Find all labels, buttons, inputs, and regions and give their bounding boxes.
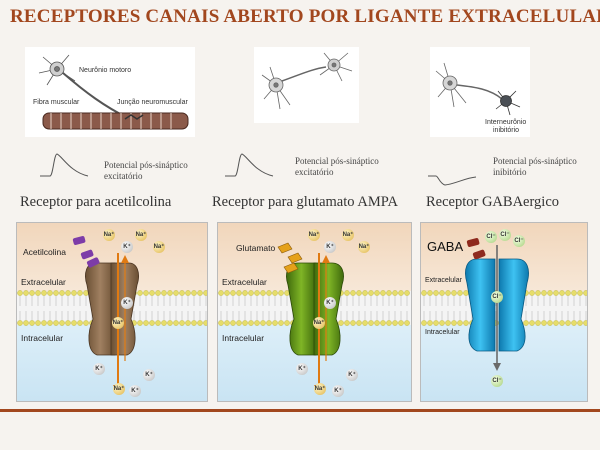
k-ion: K⁺ — [121, 241, 133, 253]
excitatory-neurons-illustration — [254, 47, 359, 123]
excitatory-neurons-svg — [261, 52, 353, 110]
k-ion: K⁺ — [346, 369, 358, 381]
footer-divider — [0, 409, 600, 412]
na-ion: Na⁺ — [135, 229, 147, 241]
gaba-receptor-panel: GABA Extracelular Intracelular Cl⁻ Cl⁻ C… — [420, 222, 588, 402]
cl-ion: Cl⁻ — [485, 231, 497, 243]
cl-ion: Cl⁻ — [491, 291, 503, 303]
ampa-ligand-label: Glutamato — [236, 243, 276, 253]
motor-neuron-illustration: Neurônio motoro Fibra muscular Junção ne… — [25, 47, 195, 137]
potential-curves — [40, 153, 477, 186]
receptor-title-gaba: Receptor GABAergico — [426, 194, 560, 210]
receptor-title-ach: Receptor para acetilcolina — [20, 194, 172, 210]
na-ion: Na⁺ — [308, 229, 320, 241]
k-ion: K⁺ — [332, 385, 344, 397]
na-ion: Na⁺ — [153, 241, 165, 253]
page-title: RECEPTORES CANAIS ABERTO POR LIGANTE EXT… — [10, 6, 600, 27]
cl-ion: Cl⁻ — [491, 375, 503, 387]
ach-ligand-label: Acetilcolina — [23, 247, 66, 257]
ach-receptor-svg — [17, 223, 207, 401]
gaba-ligands — [466, 237, 486, 260]
gaba-ligand-label: GABA — [427, 239, 464, 254]
ach-intracellular-label: Intracelular — [21, 333, 64, 343]
gaba-channel — [465, 258, 529, 352]
ampa-receptor-panel: Glutamato Extracelular Intracelular Na⁺ … — [217, 222, 412, 402]
ach-extracellular-label: Extracelular — [21, 277, 66, 287]
motor-neuron-label: Neurônio motoro — [79, 67, 132, 74]
na-ion: Na⁺ — [112, 317, 124, 329]
epsp-curve-2 — [225, 153, 274, 177]
k-ion: K⁺ — [129, 385, 141, 397]
gaba-intracellular-label: Intracelular — [425, 329, 460, 336]
na-ion: Na⁺ — [342, 229, 354, 241]
cl-ion: Cl⁻ — [513, 235, 525, 247]
k-ion: K⁺ — [93, 363, 105, 375]
motor-neuron-svg — [38, 54, 189, 130]
k-ion: K⁺ — [121, 297, 133, 309]
na-ion: Na⁺ — [358, 241, 370, 253]
receptor-title-ampa: Receptor para glutamato AMPA — [212, 194, 398, 210]
ampa-receptor-svg — [218, 223, 411, 401]
epsp-curve-1 — [40, 153, 89, 177]
ach-channel — [85, 262, 139, 356]
inhibitory-neurons-illustration: Interneurônio inibitório — [430, 47, 530, 137]
acetylcholine-ligands — [72, 235, 100, 268]
na-ion: Na⁺ — [313, 317, 325, 329]
muscle-fiber-label: Fibra muscular — [33, 99, 80, 106]
k-ion: K⁺ — [324, 241, 336, 253]
junction-label: Junção neuromuscular — [117, 99, 188, 106]
na-ion: Na⁺ — [314, 383, 326, 395]
interneuron-label-1: Interneurônio — [485, 119, 527, 126]
interneuron-label-2: inibitório — [493, 127, 520, 134]
ach-receptor-panel: Acetilcolina Extracelular Intracelular N… — [16, 222, 208, 402]
inhibitory-neurons-svg — [435, 62, 521, 116]
ampa-channel — [286, 262, 344, 356]
k-ion: K⁺ — [296, 363, 308, 375]
ipsp-curve — [428, 175, 477, 186]
k-ion: K⁺ — [324, 297, 336, 309]
k-ion: K⁺ — [143, 369, 155, 381]
ampa-extracellular-label: Extracelular — [222, 277, 267, 287]
muscle-fiber — [42, 112, 189, 130]
glutamate-ligands — [277, 242, 303, 274]
gaba-extracellular-label: Extracelular — [425, 277, 462, 284]
na-ion: Na⁺ — [113, 383, 125, 395]
ampa-intracellular-label: Intracelular — [222, 333, 265, 343]
na-ion: Na⁺ — [103, 229, 115, 241]
cl-ion: Cl⁻ — [499, 229, 511, 241]
